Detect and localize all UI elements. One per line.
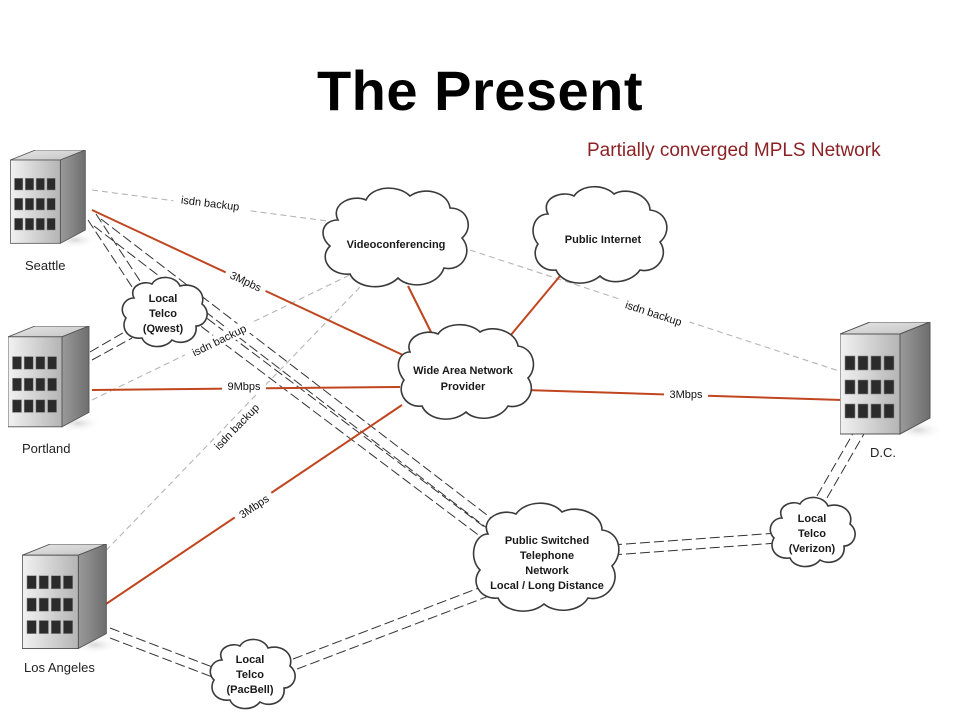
slide-title: The Present xyxy=(316,59,644,122)
cloud-pstn: Public Switched Telephone Network Local … xyxy=(472,502,620,612)
mpls-link-video xyxy=(407,285,436,341)
cloud-telco-pacbell: Local Telco (PacBell) xyxy=(209,638,296,710)
qwest-label-line1: Local xyxy=(149,293,178,305)
pacbell-label-line1: Local xyxy=(236,654,265,666)
wan-label-line1: Wide Area Network xyxy=(413,365,514,377)
telephone-links xyxy=(87,213,873,679)
label-isdn-la: isdn backup xyxy=(213,402,262,453)
building-dc-icon xyxy=(840,322,940,441)
cloud-videoconferencing: Videoconferencing xyxy=(322,187,470,288)
cloud-public-internet: Public Internet xyxy=(532,185,668,284)
building-portland-icon xyxy=(8,326,98,433)
pstn-label-line2: Telephone xyxy=(520,550,574,562)
pacbell-label-line3: (PacBell) xyxy=(226,684,273,696)
diagram-subtitle: Partially converged MPLS Network xyxy=(587,140,881,161)
site-label-dc: D.C. xyxy=(870,445,896,460)
cloud-telco-qwest: Local Telco (Qwest) xyxy=(121,276,208,348)
cloud-telco-verizon: Local Telco (Verizon) xyxy=(769,496,856,568)
label-dc-bandwidth: 3Mbps xyxy=(669,389,703,401)
label-portland-bandwidth: 9Mbps xyxy=(227,381,261,393)
building-seattle-icon xyxy=(10,150,94,249)
pstn-label-line1: Public Switched xyxy=(505,535,589,547)
label-isdn-seattle: isdn backup xyxy=(180,194,240,213)
label-la-bandwidth: 3Mbps xyxy=(237,493,271,522)
wan-label-line2: Provider xyxy=(441,381,486,393)
site-label-los-angeles: Los Angeles xyxy=(24,660,95,675)
site-label-seattle: Seattle xyxy=(25,258,65,273)
pstn-label-line4: Local / Long Distance xyxy=(490,580,604,592)
building-los-angeles-icon xyxy=(22,544,116,655)
label-isdn-dc: isdn backup xyxy=(624,299,684,329)
mpls-link-internet xyxy=(504,275,561,343)
videoconferencing-label: Videoconferencing xyxy=(347,239,446,251)
verizon-label-line1: Local xyxy=(798,513,827,525)
cloud-wan-provider: Wide Area Network Provider xyxy=(397,323,535,420)
verizon-label-line3: (Verizon) xyxy=(789,543,836,555)
site-label-portland: Portland xyxy=(22,441,70,456)
pstn-label-line3: Network xyxy=(525,565,569,577)
public-internet-label: Public Internet xyxy=(565,234,642,246)
verizon-label-line2: Telco xyxy=(798,528,826,540)
qwest-label-line2: Telco xyxy=(149,308,177,320)
isdn-link-la xyxy=(91,284,363,566)
pacbell-label-line2: Telco xyxy=(236,669,264,681)
qwest-label-line3: (Qwest) xyxy=(143,323,184,335)
